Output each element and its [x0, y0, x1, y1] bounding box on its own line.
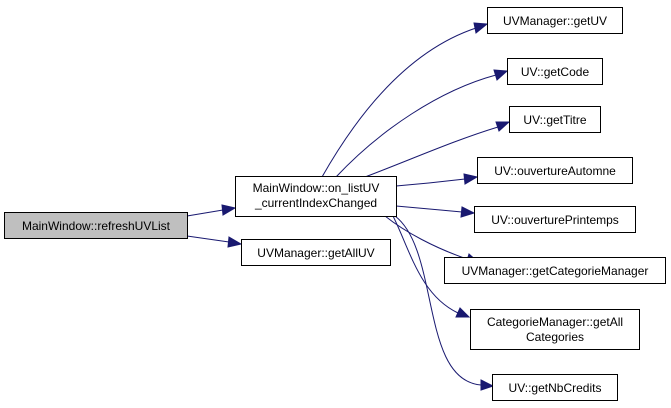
node-get-all-categories-label-line1: CategorieManager::getAll [487, 315, 623, 329]
node-get-nb-credits-label: UV::getNbCredits [509, 381, 602, 395]
node-get-all-uv-label: UVManager::getAllUV [257, 246, 374, 260]
node-on-list-uv-label-line2: _currentIndexChanged [254, 196, 377, 210]
edge-onlistuv-to-ouvertureprintemps [395, 205, 476, 218]
edge-onlistuv-to-getuv [321, 22, 489, 178]
edge-onlistuv-to-getcategoriemanager [384, 215, 481, 265]
node-get-code-label: UV::getCode [521, 65, 590, 79]
node-get-uv[interactable]: UVManager::getUV [487, 7, 623, 34]
node-get-titre-label: UV::getTitre [523, 113, 586, 127]
node-on-list-uv-current-index-changed[interactable]: MainWindow::on_listUV _currentIndexChang… [235, 176, 397, 217]
node-get-categorie-manager[interactable]: UVManager::getCategorieManager [444, 257, 666, 284]
node-get-uv-label: UVManager::getUV [503, 14, 607, 28]
edge-onlistuv-to-ouvertureautomne [395, 173, 479, 187]
node-get-categorie-manager-label: UVManager::getCategorieManager [462, 264, 649, 278]
edge-refreshuvlist-to-getalluv [186, 235, 243, 248]
node-on-list-uv-label-line1: MainWindow::on_listUV [253, 181, 380, 195]
node-ouverture-printemps[interactable]: UV::ouverturePrintemps [474, 206, 636, 233]
node-get-nb-credits[interactable]: UV::getNbCredits [492, 374, 618, 401]
node-get-all-uv[interactable]: UVManager::getAllUV [241, 239, 391, 266]
edge-refreshuvlist-to-onlistuv [186, 204, 237, 217]
node-get-code[interactable]: UV::getCode [507, 58, 603, 85]
node-ouverture-automne-label: UV::ouvertureAutomne [494, 164, 616, 178]
nodes: MainWindow::refreshUVList MainWindow::on… [4, 7, 666, 401]
edge-onlistuv-to-gettitre [364, 121, 511, 178]
node-refresh-uv-list-label: MainWindow::refreshUVList [22, 219, 171, 233]
edge-onlistuv-to-getcode [335, 69, 509, 178]
node-refresh-uv-list[interactable]: MainWindow::refreshUVList [4, 212, 188, 239]
node-get-titre[interactable]: UV::getTitre [509, 106, 601, 133]
edge-onlistuv-to-getnbcredits [394, 215, 495, 391]
node-ouverture-printemps-label: UV::ouverturePrintemps [491, 213, 619, 227]
node-get-all-categories[interactable]: CategorieManager::getAll Categories [470, 309, 640, 350]
node-ouverture-automne[interactable]: UV::ouvertureAutomne [477, 157, 633, 184]
edges [186, 22, 511, 391]
node-get-all-categories-label-line2: Categories [526, 330, 584, 344]
edge-onlistuv-to-getallcategories [392, 215, 471, 318]
